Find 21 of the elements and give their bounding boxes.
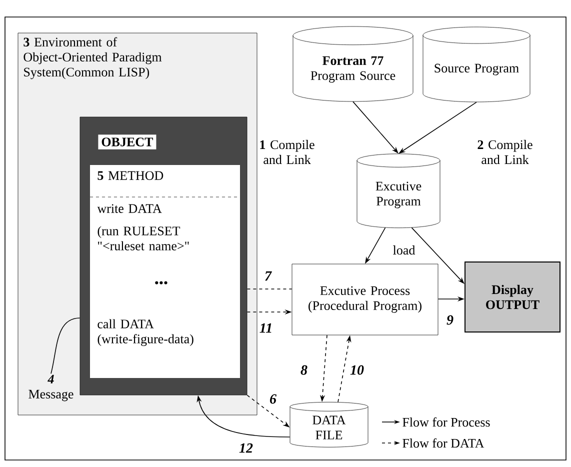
process-box: Excutive Process (Procedural Program) (292, 264, 438, 336)
storage-cylinder: Source Program (422, 26, 530, 102)
storage-cylinder: Fortran 77 Program Source (292, 26, 414, 102)
edge-label: 2 Compile and Link (478, 140, 532, 164)
edge-label: 12 (239, 443, 253, 453)
legend-item: Flow for DATA (382, 438, 484, 448)
legend-item: Flow for Process (382, 417, 490, 427)
edge-label: 9 (446, 315, 454, 325)
edge-label: 10 (350, 365, 364, 375)
edge-label: 8 (300, 365, 308, 375)
edge-label: 11 (260, 323, 272, 333)
edge-label: 7 (265, 271, 272, 281)
display-box: Display OUTPUT (464, 262, 560, 332)
storage-cylinder: DATA FILE (290, 402, 368, 448)
edge-label: load (393, 245, 416, 255)
storage-cylinder: Excutive Program (356, 154, 440, 228)
arrow (411, 227, 464, 284)
message-text: 4 Message (28, 374, 74, 402)
edge-label: 6 (270, 394, 277, 404)
edge-label: 1 Compile and Link (260, 140, 314, 164)
method-box: 5 METHOD write DATA (run RULESET "<ruleset name>" ••• call DATA (write-figure-data) (90, 165, 240, 378)
